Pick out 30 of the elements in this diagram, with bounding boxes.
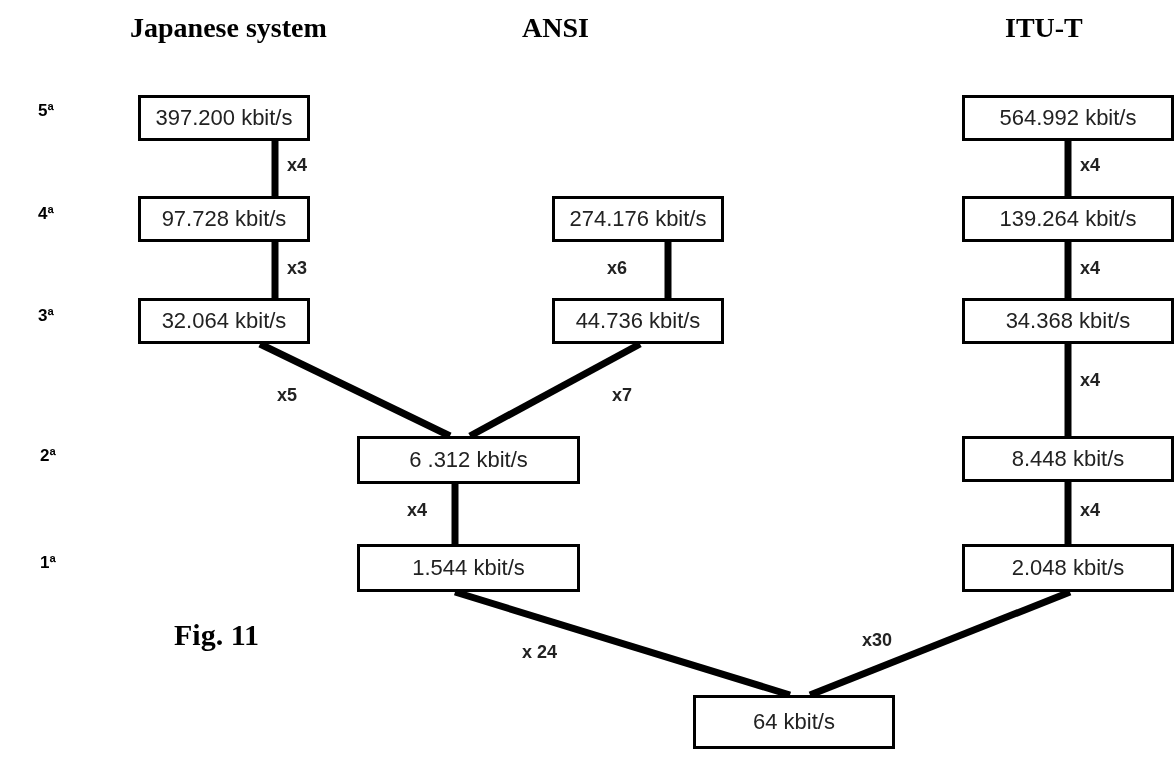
rate-box: 8.448 kbit/s [962,436,1174,482]
column-heading: ANSI [522,12,589,44]
rate-box: 274.176 kbit/s [552,196,724,242]
rate-box: 32.064 kbit/s [138,298,310,344]
connector-line [1064,242,1072,298]
level-label: 4ª [38,204,54,224]
level-label: 2ª [40,446,56,466]
connector-line [451,484,459,544]
connector-line [1064,482,1072,544]
rate-box: 2.048 kbit/s [962,544,1174,592]
rate-box: 97.728 kbit/s [138,196,310,242]
column-heading: Japanese system [130,12,327,44]
level-label: 3ª [38,306,54,326]
connector-line [271,141,279,196]
rate-box: 139.264 kbit/s [962,196,1174,242]
level-label: 5ª [38,101,54,121]
rate-box: 34.368 kbit/s [962,298,1174,344]
column-heading: ITU-T [1005,12,1083,44]
rate-box: 397.200 kbit/s [138,95,310,141]
rate-box: 564.992 kbit/s [962,95,1174,141]
connector-line [271,242,279,298]
rate-box: 6 .312 kbit/s [357,436,580,484]
level-label: 1ª [40,553,56,573]
connector-line [1064,141,1072,196]
rate-box: 44.736 kbit/s [552,298,724,344]
rate-box: 64 kbit/s [693,695,895,749]
rate-box: 1.544 kbit/s [357,544,580,592]
connector-line [1064,344,1072,436]
connector-line [664,242,672,298]
figure-caption: Fig. 11 [174,618,259,652]
